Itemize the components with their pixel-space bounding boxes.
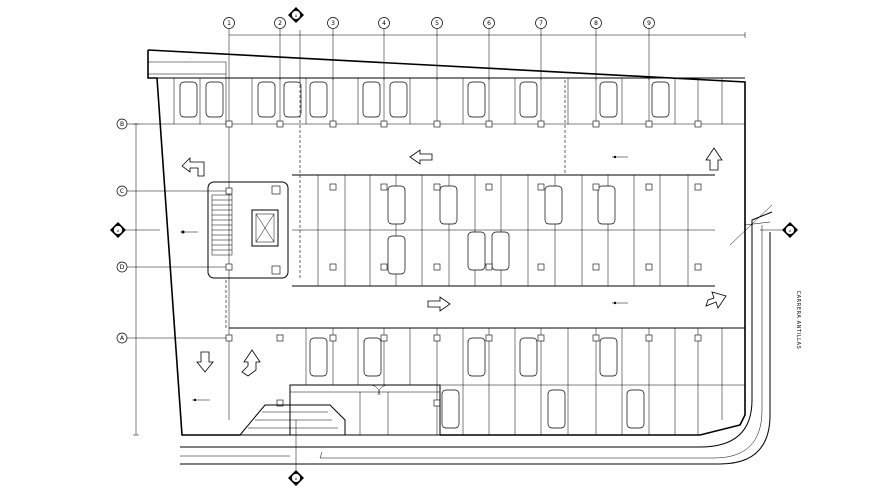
grid-bubble-D-label: D [120,264,125,271]
grid-bubble-5: 5 [431,17,443,29]
street: CARRERA ANTILLAS [180,211,801,465]
section-marker-right: A [760,222,798,238]
grid-bubble-C: C [116,185,128,197]
vertical-grid-lines [228,29,746,420]
arrow-up-curve [241,349,261,377]
arrow-left-top [409,149,433,165]
structural-columns [225,120,702,407]
section-marker-top: A [288,7,304,23]
grid-bubble-7-label: 7 [539,20,543,27]
ramp-lines [729,204,773,246]
arrow-turn-left [181,157,205,177]
grid-bubble-9: 9 [643,17,655,29]
grid-bubble-A: A [116,332,128,344]
grid-bubbles-top: 1 2 3 4 5 6 7 8 9 [223,17,655,29]
section-marker-right-label: A [789,229,792,233]
grid-bubble-D: D [116,261,128,273]
section-marker-bottom: A [288,420,304,486]
grid-bubble-9-label: 9 [647,20,651,27]
service-rooms [238,384,441,436]
grid-bubble-2-label: 2 [278,20,282,27]
section-marker-left: A [110,222,160,238]
grid-bubble-8-label: 8 [594,20,598,27]
section-marker-top-label: A [295,14,298,18]
grid-bubble-3-label: 3 [331,20,335,27]
grid-bubble-B-label: B [120,121,124,128]
grid-bubble-1-label: 1 [227,20,231,27]
arrow-down-left [196,351,214,373]
horizontal-grid-lines [127,123,745,436]
parking-row-top [173,78,723,124]
grid-bubble-4-label: 4 [382,20,386,27]
grid-bubble-6: 6 [483,17,495,29]
arrow-right-bottom [427,296,451,312]
grid-bubble-B: B [116,118,128,130]
grid-bubble-5-label: 5 [435,20,439,27]
grid-bubble-4: 4 [378,17,390,29]
building-outline: · · [147,49,746,436]
dashed-guides [225,80,566,328]
street-label: CARRERA ANTILLAS [795,291,801,350]
direction-arrows [181,147,727,377]
grid-bubble-C-label: C [120,188,124,195]
arrow-diag-right [705,291,727,309]
arrow-turn-up [705,147,723,171]
grid-bubble-A-label: A [120,335,125,342]
grid-bubble-8: 8 [590,17,602,29]
grid-bubbles-left: B C D A [116,118,128,344]
grid-bubble-2: 2 [274,17,286,29]
cars-top-row [179,81,670,118]
grid-bubble-3: 3 [327,17,339,29]
grid-bubble-1: 1 [223,17,235,29]
section-marker-bottom-label: A [295,477,298,481]
section-marker-left-label: A [117,229,120,233]
grid-bubble-6-label: 6 [487,20,491,27]
stair-elevator-core [207,181,289,279]
grid-bubble-7: 7 [535,17,547,29]
parking-row-bottom [229,327,745,435]
parking-island-center [292,174,715,287]
level-markers [180,155,628,402]
svg-text:· ·: · · [188,57,191,61]
